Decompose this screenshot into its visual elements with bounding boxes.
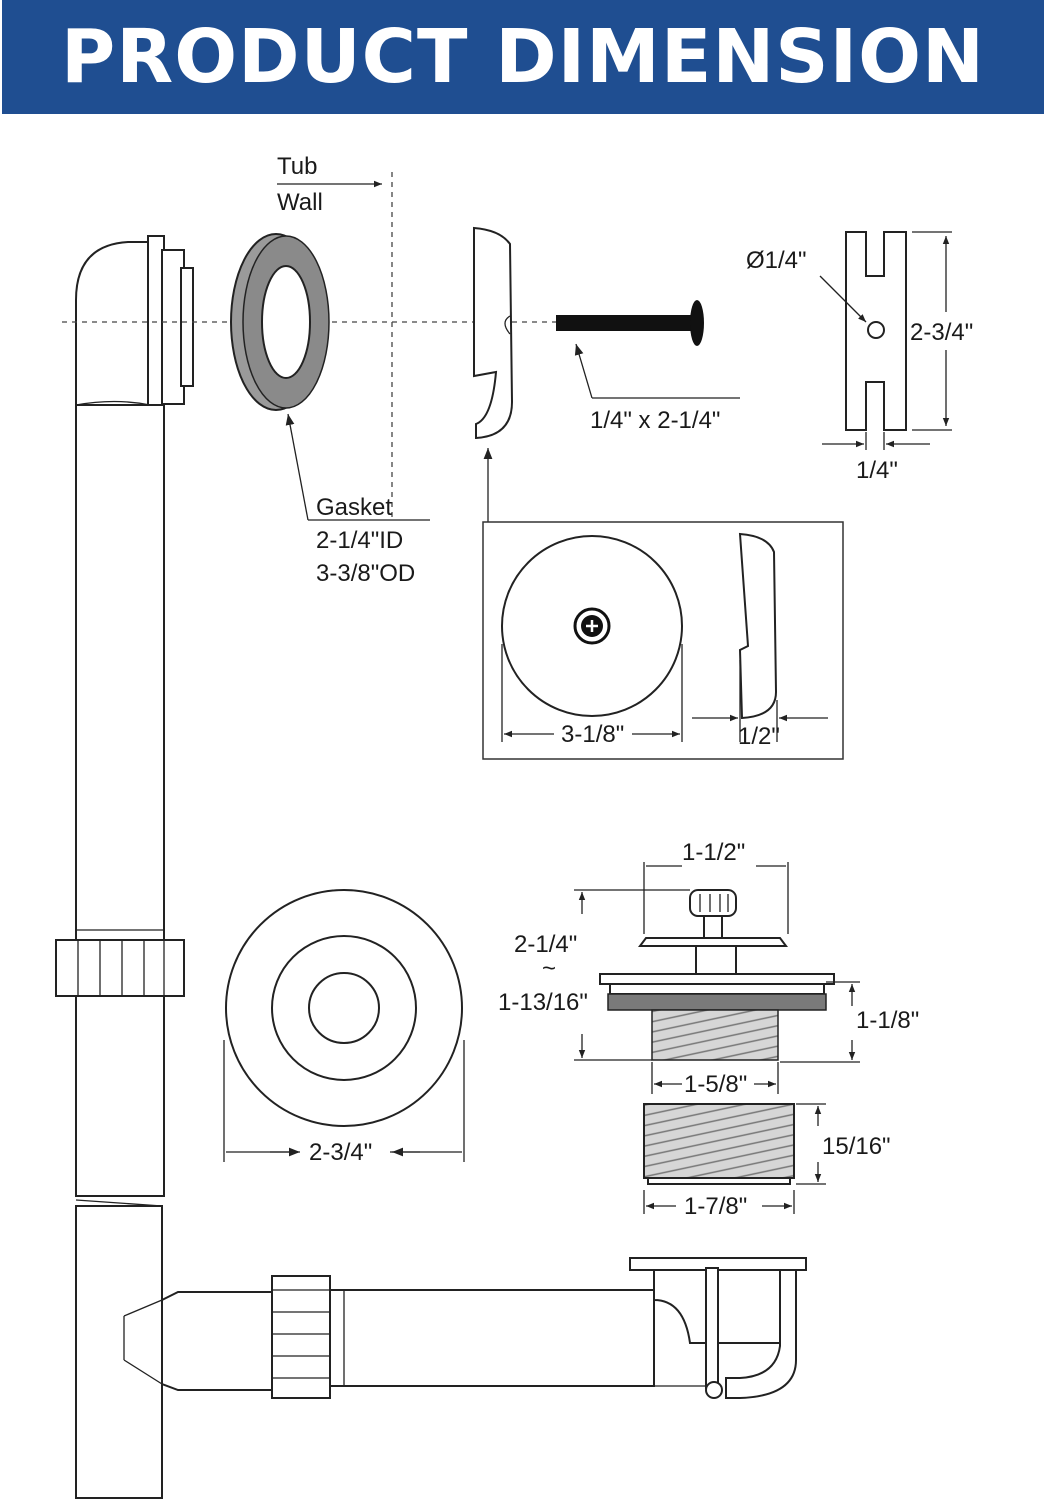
- hole-diameter-label: Ø1/4": [746, 247, 807, 274]
- waste-nut: [271, 1275, 331, 1399]
- plate-width-label: 1/4": [856, 457, 898, 484]
- faceplate-profile: [473, 226, 514, 522]
- wall-label: Wall: [277, 189, 323, 216]
- upper-pipe: [75, 404, 165, 941]
- tub-label: Tub: [277, 153, 317, 180]
- bolt-label: 1/4" x 2-1/4": [590, 407, 720, 434]
- gasket-label: Gasket: [316, 494, 392, 521]
- faceplate-depth-label: 1/2": [738, 723, 780, 750]
- gasket: Gasket 2-1/4"ID 3-3/8"OD: [230, 233, 430, 587]
- waste-arm-assembly: [123, 1257, 807, 1399]
- overflow-elbow: [75, 241, 151, 406]
- lower-pipe: [75, 995, 165, 1197]
- overflow-pipe-assembly: [55, 235, 194, 1499]
- faceplate-diameter-label: 3-1/8": [561, 721, 624, 748]
- faceplate-side: [738, 532, 778, 720]
- plate-height-label: 2-3/4": [910, 319, 973, 346]
- body-height-label: 1-1/8": [856, 1007, 919, 1034]
- screw-icon: [573, 607, 611, 645]
- banner: PRODUCT DIMENSION: [2, 0, 1044, 114]
- flange-diameter-label: 2-3/4": [309, 1139, 372, 1166]
- stopper-thread: [651, 1009, 779, 1061]
- adapter-height-label: 15/16": [822, 1133, 891, 1160]
- stopper-height-min-label: 1-13/16": [498, 989, 588, 1016]
- tilde-label: ~: [542, 955, 556, 982]
- drain-flange: 2-3/4": [223, 889, 465, 1166]
- faceplate-detail-box: 3-1/8" 1/2": [482, 521, 844, 760]
- adapter-width-label: 1-7/8": [684, 1193, 747, 1220]
- stopper: 1-1/2" 2-1/4" ~ 1-13/16" 1-1/8" 1-5/8": [498, 839, 919, 1098]
- retaining-plate: Ø1/4" 2-3/4" 1/4": [746, 231, 973, 484]
- knob-width-label: 1-1/2": [682, 839, 745, 866]
- gasket-od-label: 3-3/8"OD: [316, 560, 415, 587]
- gasket-id-label: 2-1/4"ID: [316, 527, 403, 554]
- stopper-gasket: [607, 993, 827, 1011]
- thread-width-label: 1-5/8": [684, 1071, 747, 1098]
- thread-adapter: 15/16" 1-7/8": [643, 1103, 891, 1220]
- coupling-nut: [55, 939, 185, 997]
- banner-title: PRODUCT DIMENSION: [61, 14, 985, 100]
- waste-pipe: [329, 1289, 655, 1387]
- bolt: 1/4" x 2-1/4": [556, 300, 740, 434]
- tee-pipe: [75, 1205, 163, 1499]
- stopper-height-max-label: 2-1/4": [514, 931, 577, 958]
